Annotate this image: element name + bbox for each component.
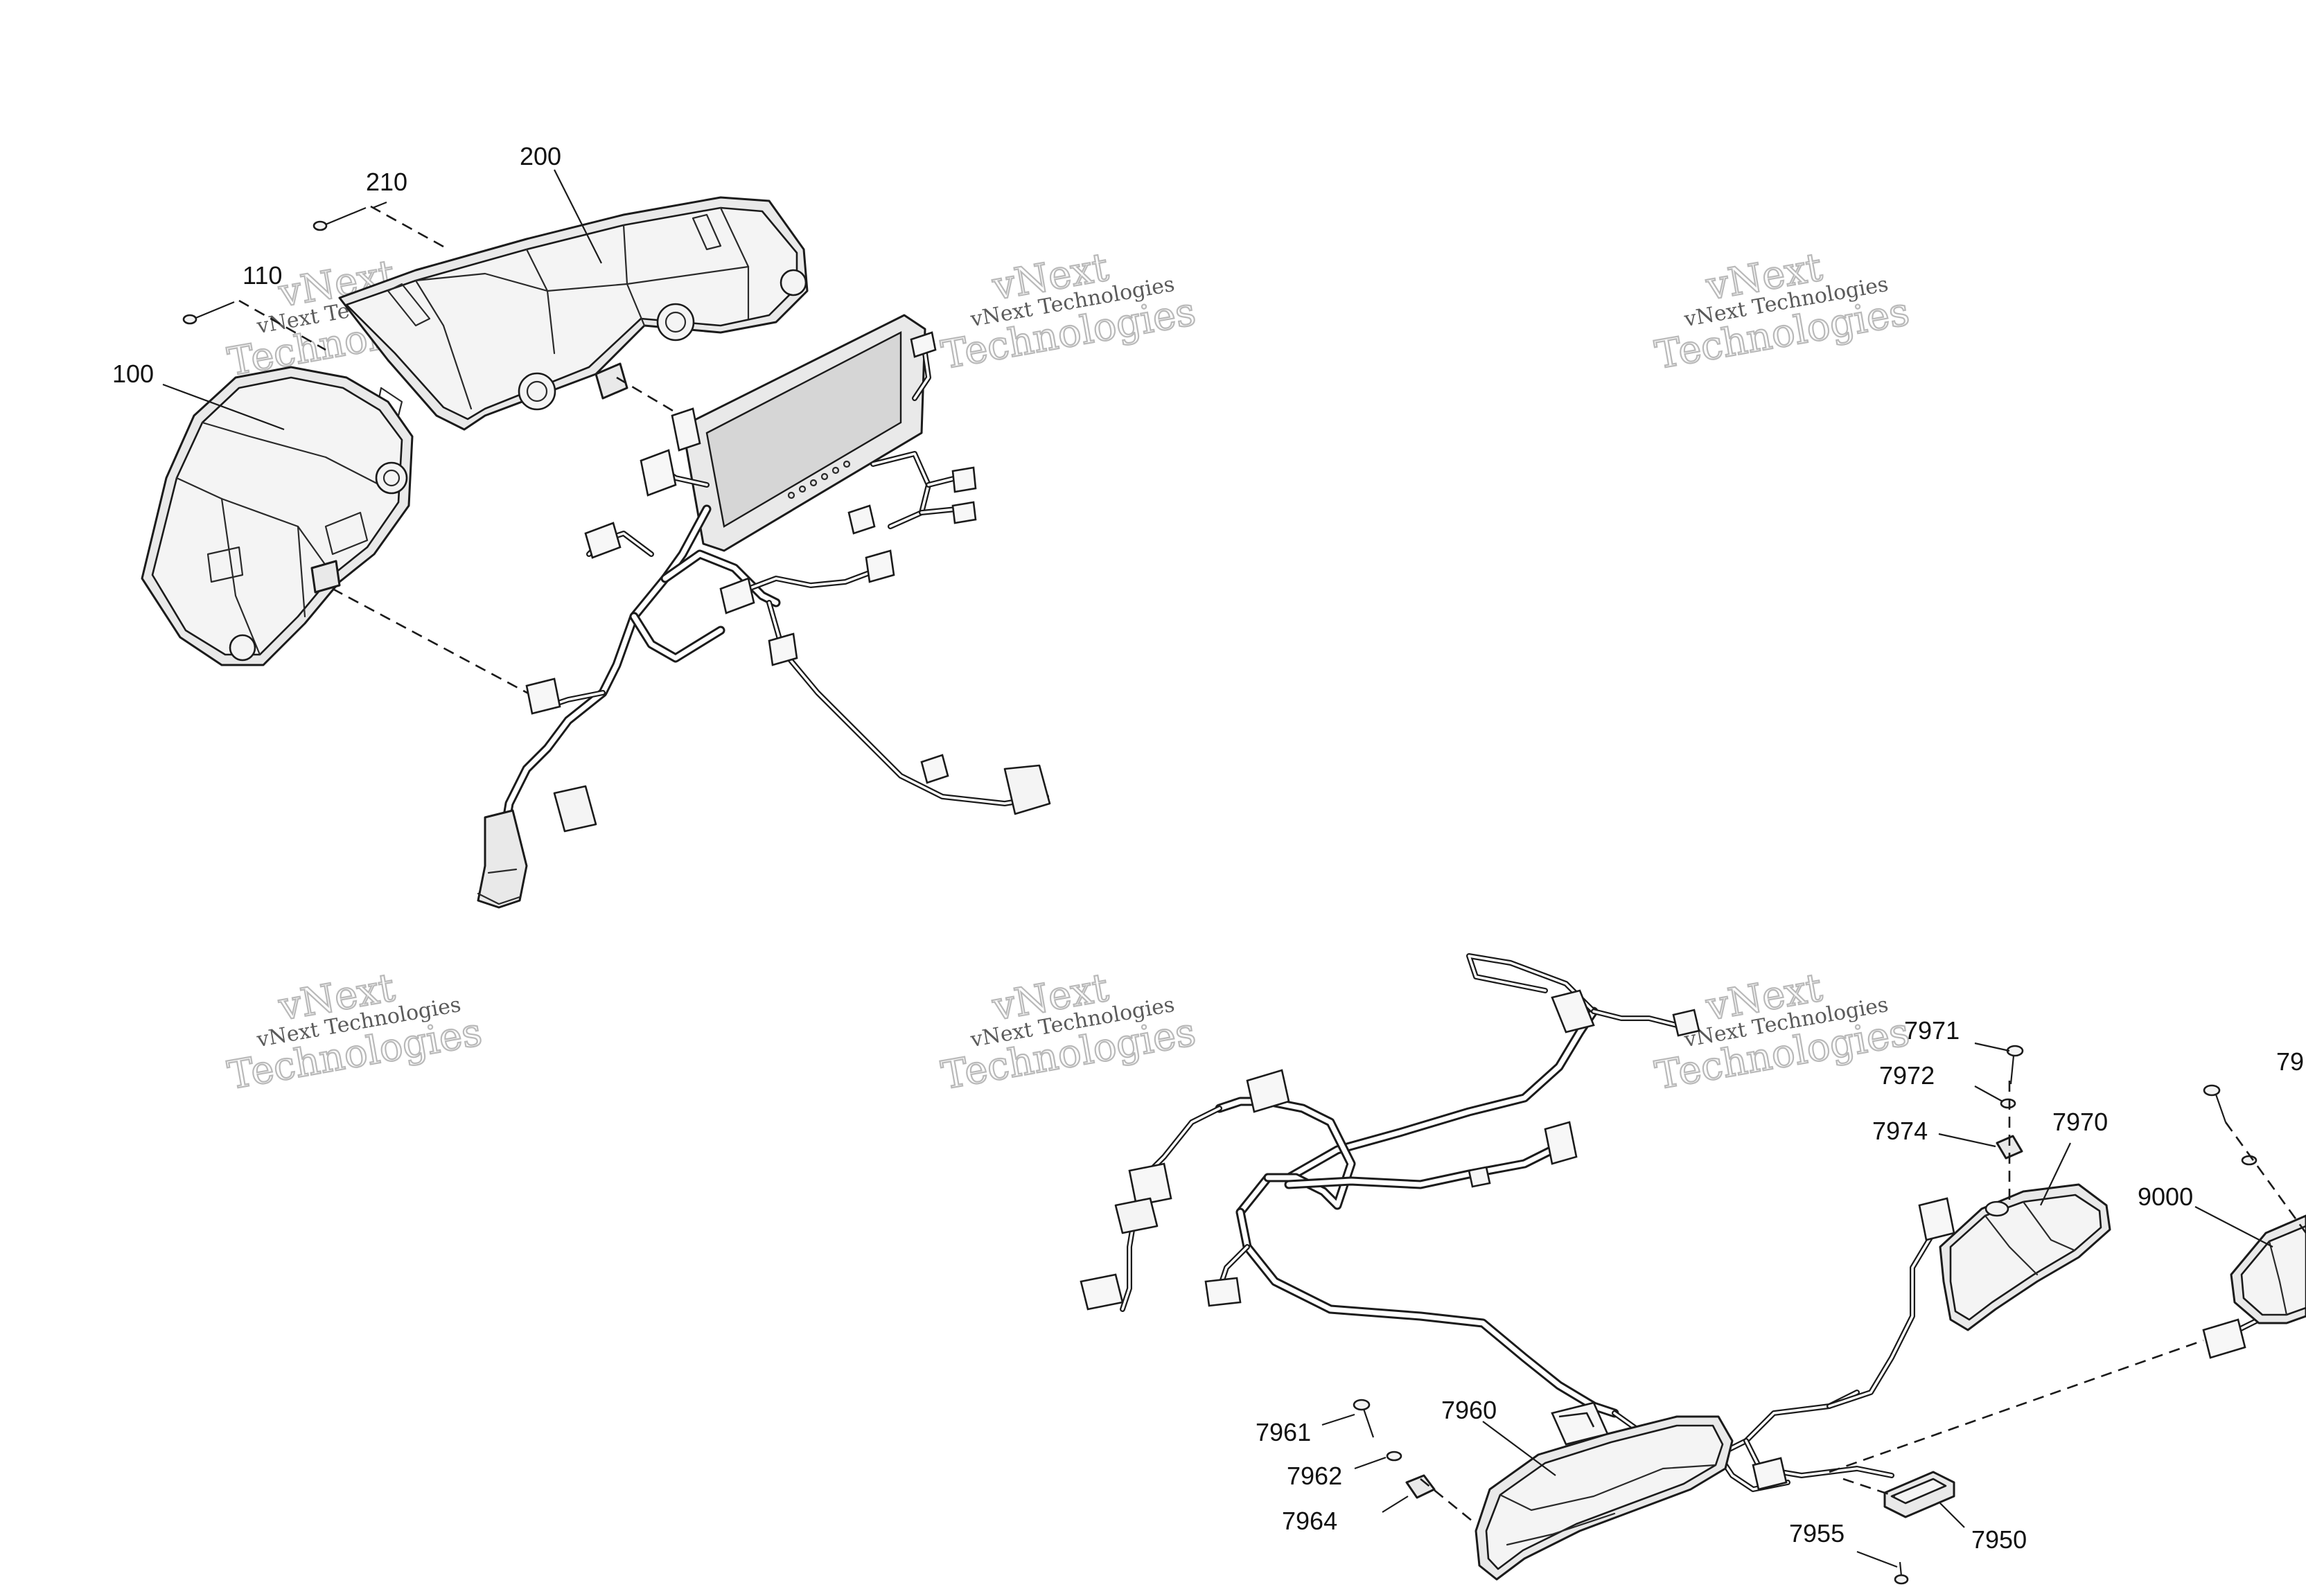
screw-7961 [1353,1399,1375,1438]
callout-7962-label: 7962 [1287,1462,1342,1490]
screw-110 [182,301,235,325]
callout-100-label: 100 [112,360,154,388]
callout-200-label: 200 [520,142,561,170]
callout-110: 110 [243,261,282,290]
callout-7960: 7960 [1441,1396,1556,1476]
callout-7962: 7962 [1287,1456,1387,1490]
callout-210-label: 210 [366,168,407,196]
watermark-3: vNext vNext Technologies Technologies [1651,244,1913,379]
callout-110-label: 110 [243,261,282,290]
callout-7961-label: 7961 [1256,1418,1311,1446]
callout-7972-label: 7972 [1879,1061,1935,1090]
callout-7971-label: 7971 [1904,1016,1960,1045]
callout-210: 210 [366,168,407,209]
headlight-200 [338,196,809,431]
front-harness [477,331,1051,909]
callout-100: 100 [112,360,285,431]
dashed-guide-7960 [1420,1478,1477,1525]
callout-200: 200 [520,142,602,264]
callout-7974: 7974 [1872,1117,1996,1148]
watermark-2: vNext vNext Technologies Technologies [938,244,1199,379]
nut-7964 [1405,1474,1436,1499]
callout-79-partial: 79 [2276,1047,2304,1076]
callout-7955: 7955 [1789,1519,1898,1568]
callout-7961: 7961 [1256,1413,1355,1446]
rear-harness [1080,953,2289,1492]
dashed-guide-9000-long [1829,1339,2204,1473]
washer-7972 [2000,1098,2016,1109]
washer-7962 [1386,1451,1402,1462]
tail-light-7970 [1939,1183,2111,1331]
tail-light-9000 [2230,1214,2306,1324]
callout-7950: 7950 [1939,1502,2027,1554]
callout-7950-label: 7950 [1971,1525,2027,1554]
dashed-guide-210 [370,205,444,248]
screw-7955 [1894,1561,1909,1585]
dashed-guide-9000 [2224,1121,2306,1234]
screw-79-partial [2203,1084,2257,1166]
dashed-guide-100 [332,587,534,698]
callout-7970: 7970 [2040,1108,2108,1206]
display-cluster [671,314,926,552]
callout-9000: 9000 [2138,1182,2273,1248]
screw-7971 [2006,1045,2024,1085]
nut-7974 [1996,1135,2023,1160]
plate-light-7950 [1883,1471,1955,1518]
callout-7964-label: 7964 [1282,1507,1337,1535]
callout-7960-label: 7960 [1441,1396,1497,1424]
callout-7972: 7972 [1879,1061,2003,1102]
callout-79-label: 79 [2276,1047,2304,1076]
dashed-guide-7950 [1842,1478,1896,1498]
callout-7974-label: 7974 [1872,1117,1928,1145]
callout-7955-label: 7955 [1789,1519,1845,1548]
callout-7971: 7971 [1904,1016,2010,1052]
headlight-100 [141,366,414,666]
callout-7964: 7964 [1282,1496,1409,1535]
screw-210 [313,206,367,231]
dashed-guide-110 [238,299,326,351]
callout-7970-label: 7970 [2052,1108,2108,1136]
tail-light-7960 [1475,1401,1734,1581]
callout-9000-label: 9000 [2138,1182,2193,1211]
watermark-4: vNext vNext Technologies Technologies [224,964,486,1099]
watermark-5: vNext vNext Technologies Technologies [938,964,1199,1099]
